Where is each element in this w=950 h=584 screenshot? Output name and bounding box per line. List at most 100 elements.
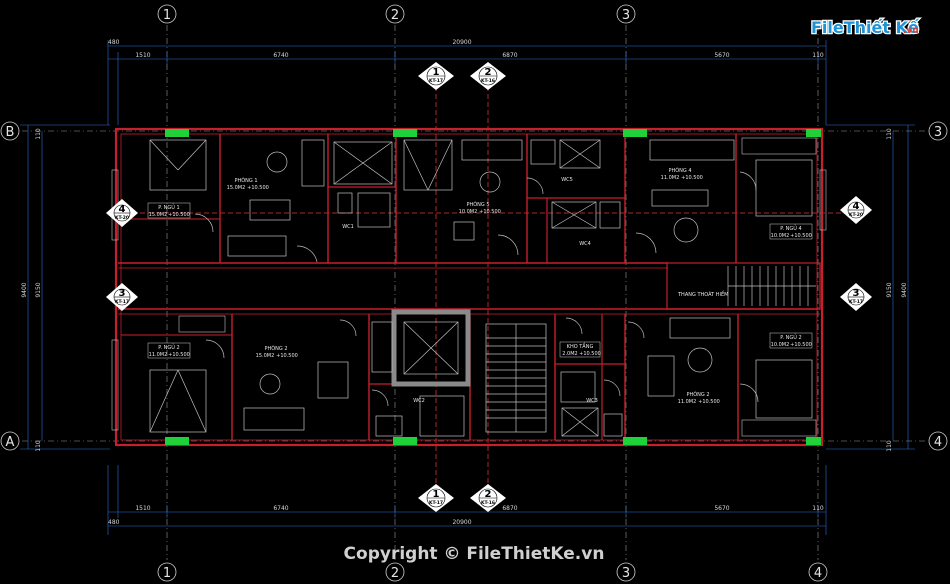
svg-text:KT-20: KT-20 [115, 215, 129, 221]
svg-text:9400: 9400 [901, 282, 908, 297]
svg-text:P. NGỦ 4: P. NGỦ 4 [780, 224, 801, 232]
svg-text:+10.500: +10.500 [276, 353, 298, 359]
furniture [149, 139, 813, 437]
main-stair [485, 323, 547, 433]
svg-text:110: 110 [812, 505, 824, 512]
section-marker-1-bottom: 1 KT-17 [418, 484, 454, 512]
grid-bubble-col-1-bottom: 1 [157, 562, 177, 582]
svg-text:5670: 5670 [714, 505, 729, 512]
grid-bubble-row-b-left: B [0, 121, 20, 141]
svg-text:P. NGỦ 2: P. NGỦ 2 [158, 343, 179, 351]
svg-text:10.0M2: 10.0M2 [459, 209, 478, 215]
svg-text:4: 4 [934, 435, 942, 450]
svg-text:2: 2 [391, 8, 399, 23]
svg-text:KT-17: KT-17 [849, 299, 863, 305]
left-dimensions: 9400 9150 110 110 [20, 124, 110, 452]
svg-text:+10.500: +10.500 [790, 233, 812, 239]
svg-text:KT-17: KT-17 [429, 78, 443, 84]
svg-text:1: 1 [433, 489, 440, 500]
svg-text:20900: 20900 [452, 519, 471, 526]
copyright-watermark: Copyright © FileThietKe.vn [344, 544, 605, 564]
grid-axes [22, 25, 928, 560]
room-tag-phong-4: PHÒNG 4 11.0M2 +10.500 [661, 167, 703, 181]
room-tag-p-ngu-2-left: P. NGỦ 2 11.0M2 +10.500 [147, 342, 191, 359]
svg-text:KHO TẦNG: KHO TẦNG [567, 342, 594, 350]
section-marker-2-bottom: 2 KT-16 [470, 484, 506, 512]
label-wc5: WC5 [561, 177, 573, 183]
balcony-railings [111, 137, 827, 437]
room-tag-phong-1: PHÒNG 1 15.0M2 +10.500 [227, 177, 269, 191]
elevator-core [391, 309, 471, 387]
svg-text:1: 1 [433, 67, 440, 78]
svg-text:11.0M2: 11.0M2 [678, 399, 697, 405]
svg-text:20900: 20900 [452, 39, 471, 46]
grid-bubble-col-4-bottom: 4 [808, 562, 828, 582]
label-wc3: WC3 [586, 398, 598, 404]
svg-text:10.0M2: 10.0M2 [771, 233, 790, 239]
svg-text:FileThiết Kế: FileThiết Kế [811, 18, 920, 37]
svg-text:15.0M2: 15.0M2 [256, 353, 275, 359]
grid-bubble-col-3-bottom: 3 [616, 562, 636, 582]
label-wc2: WC2 [413, 398, 425, 404]
svg-text:3: 3 [853, 288, 860, 299]
exterior-walls [114, 127, 824, 447]
svg-text:KT-17: KT-17 [115, 299, 129, 305]
bottom-partitions [121, 314, 739, 440]
svg-text:11.0M2: 11.0M2 [661, 175, 680, 181]
svg-text:PHÒNG 1: PHÒNG 1 [234, 177, 257, 184]
svg-text:+10.500: +10.500 [579, 351, 601, 357]
section-marker-4-right: 4 KT-20 [840, 196, 872, 224]
room-tag-phong-2-right: PHÒNG 2 11.0M2 +10.500 [678, 391, 720, 405]
svg-text:+10.500: +10.500 [479, 209, 501, 215]
svg-text:110: 110 [886, 440, 893, 452]
windows [165, 129, 821, 445]
svg-text:9400: 9400 [21, 282, 28, 297]
svg-text:15.0M2: 15.0M2 [227, 185, 246, 191]
svg-text:110: 110 [886, 128, 893, 140]
svg-text:+10.500: +10.500 [790, 342, 812, 348]
svg-text:6740: 6740 [273, 505, 288, 512]
svg-text:+10.500: +10.500 [681, 175, 703, 181]
room-tag-phong-2-left: PHÒNG 2 15.0M2 +10.500 [256, 345, 298, 359]
svg-text:.vn: .vn [903, 26, 919, 36]
svg-text:1: 1 [163, 566, 171, 581]
svg-text:3: 3 [119, 288, 126, 299]
svg-text:4: 4 [119, 204, 126, 215]
svg-text:10.0M2: 10.0M2 [771, 342, 790, 348]
svg-text:2.0M2: 2.0M2 [562, 351, 577, 357]
site-logo: FileThiết Kế .vn [810, 17, 922, 39]
room-tag-p-ngu-1: P. NGỦ 1 15.0M2 +10.500 [147, 202, 191, 219]
svg-text:PHÒNG 2: PHÒNG 2 [264, 345, 287, 352]
room-labels: P. NGỦ 1 15.0M2 +10.500 PHÒNG 1 15.0M2 +… [147, 167, 813, 405]
svg-text:4: 4 [814, 566, 822, 581]
svg-text:1: 1 [163, 8, 171, 23]
svg-text:KT-16: KT-16 [481, 500, 495, 506]
label-emergency-stair: THANG THOÁT HIỂM [677, 290, 728, 298]
svg-text:4: 4 [853, 201, 860, 212]
svg-text:3: 3 [622, 8, 630, 23]
svg-text:+10.500: +10.500 [698, 399, 720, 405]
svg-text:PHÒNG 5: PHÒNG 5 [466, 201, 489, 208]
svg-text:+10.500: +10.500 [168, 212, 190, 218]
svg-text:3: 3 [622, 566, 630, 581]
svg-text:B: B [6, 125, 15, 140]
grid-bubble-col-1: 1 [157, 4, 177, 24]
svg-text:P. NGỦ 2: P. NGỦ 2 [780, 333, 801, 341]
right-dimensions: 9400 9150 110 110 [826, 124, 915, 452]
svg-text:9150: 9150 [35, 282, 42, 297]
svg-text:480: 480 [108, 39, 120, 46]
svg-text:2: 2 [485, 489, 492, 500]
label-wc4: WC4 [579, 241, 591, 247]
svg-text:PHÒNG 4: PHÒNG 4 [668, 167, 691, 174]
section-marker-3-right: 3 KT-17 [840, 283, 872, 311]
svg-text:A: A [6, 435, 15, 450]
svg-text:480: 480 [108, 519, 120, 526]
grid-bubble-row-a-left: A [0, 431, 20, 451]
room-tag-p-ngu-2-right: P. NGỦ 2 10.0M2 +10.500 [769, 332, 813, 349]
svg-text:11.0M2: 11.0M2 [149, 352, 168, 358]
grid-bubble-row-4-right: 4 [928, 431, 948, 451]
label-wc1: WC1 [342, 224, 354, 230]
grid-bubble-col-3: 3 [616, 4, 636, 24]
top-dimensions: 480 20900 1510 6740 6870 5670 110 [107, 39, 827, 125]
svg-text:+10.500: +10.500 [247, 185, 269, 191]
